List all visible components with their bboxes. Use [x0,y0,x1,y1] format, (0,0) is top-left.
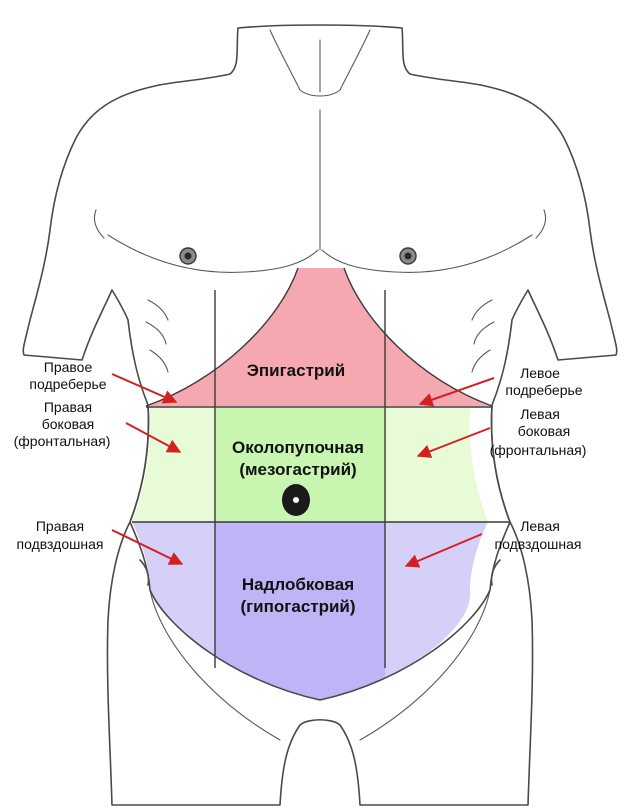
label-left-hypochondrium-line1: Левое [520,365,560,381]
label-umbilical-line2: (мезогастрий) [239,460,356,479]
rib-lines [145,299,495,373]
pointer-arrows [111,373,495,568]
label-right-lateral-line3: (фронтальная) [14,433,111,449]
torso-outline-overlay [129,404,511,701]
arrow-right-hypochondrium [111,373,178,404]
arrow-right-iliac [111,529,184,565]
label-left-lateral-line1: Левая [520,406,560,422]
label-epigastric: Эпигастрий [247,361,345,380]
label-right-lateral-line1: Правая [44,399,92,415]
region-hypogastric-fill [215,522,385,700]
label-left-lateral-line2: боковая [518,423,571,439]
label-left-lateral-line3: (фронтальная) [490,442,587,458]
label-left-hypochondrium-line2: подреберье [505,382,582,398]
region-left-iliac-fill [385,522,488,700]
label-right-iliac-line2: подвздошная [17,536,104,552]
label-hypogastric-line1: Надлобковая [242,575,354,594]
pectoral-lines [93,109,547,273]
label-right-iliac-line1: Правая [36,518,84,534]
right-nipple [179,247,197,265]
label-right-lateral-line2: боковая [42,416,95,432]
navel [282,484,310,516]
region-epigastric-fill [146,268,490,406]
arrow-right-lateral [125,422,182,453]
arrow-left-iliac [404,533,483,568]
arrow-left-hypochondrium [418,377,495,407]
label-hypogastric-line2: (гипогастрий) [240,597,355,616]
label-left-iliac-line2: подвздошная [495,536,582,552]
body-silhouette [22,24,618,806]
groin-lines [149,589,491,741]
label-umbilical-line1: Околопупочная [232,438,364,457]
region-right-iliac-fill [132,522,215,700]
label-right-hypochondrium-line1: Правое [44,359,93,375]
region-divider-lines [132,267,510,668]
arrow-left-lateral [416,427,491,458]
region-right-lateral-fill [132,408,215,522]
label-left-iliac-line1: Левая [520,518,560,534]
left-nipple [399,247,417,265]
neck-muscle-lines [269,29,371,97]
label-right-hypochondrium-line2: подреберье [29,376,106,392]
hip-notches [139,559,501,586]
